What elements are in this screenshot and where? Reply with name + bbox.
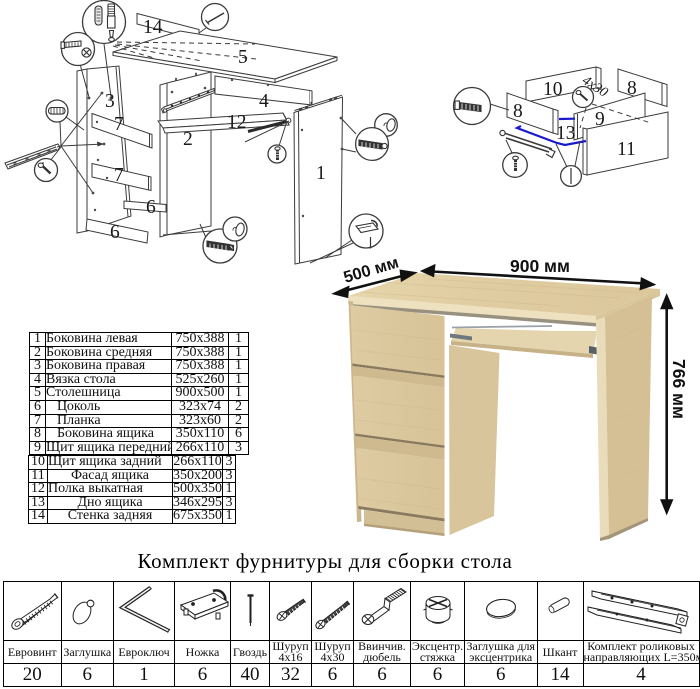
svg-text:7: 7 bbox=[114, 165, 124, 186]
svg-text:6: 6 bbox=[146, 197, 156, 218]
svg-text:7: 7 bbox=[114, 114, 124, 135]
svg-text:13: 13 bbox=[556, 123, 576, 144]
svg-text:8: 8 bbox=[627, 78, 637, 99]
svg-text:8: 8 bbox=[513, 101, 523, 122]
svg-text:6: 6 bbox=[110, 222, 120, 243]
svg-text:3: 3 bbox=[105, 91, 115, 112]
svg-text:2: 2 bbox=[183, 129, 193, 150]
svg-text:9: 9 bbox=[595, 109, 605, 130]
svg-text:766 мм: 766 мм bbox=[669, 359, 689, 419]
svg-text:1: 1 bbox=[316, 163, 326, 184]
svg-text:14: 14 bbox=[143, 17, 163, 38]
svg-text:11: 11 bbox=[617, 139, 636, 160]
svg-text:900 мм: 900 мм bbox=[510, 256, 570, 276]
svg-text:5: 5 bbox=[238, 47, 248, 68]
svg-text:10: 10 bbox=[543, 79, 563, 100]
svg-text:12: 12 bbox=[227, 112, 247, 133]
svg-text:4: 4 bbox=[259, 91, 269, 112]
